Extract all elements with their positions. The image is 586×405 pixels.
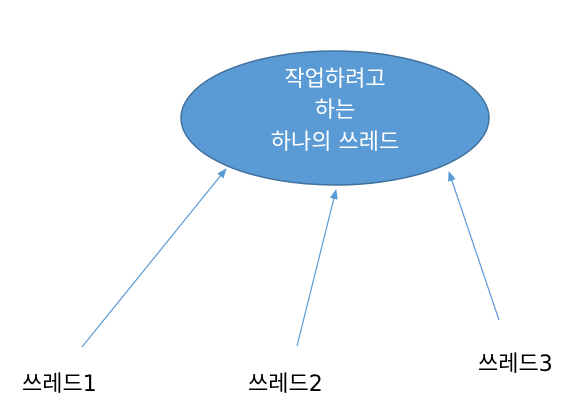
arrow-thread-3 (448, 171, 500, 321)
ellipse-line-2: 하는 (315, 98, 355, 123)
thread-label-3: 쓰레드3 (478, 352, 553, 377)
arrow-thread-2 (296, 189, 338, 347)
shared-object-ellipse (180, 50, 490, 186)
ellipse-line-3: 하나의 쓰레드 (271, 130, 399, 155)
arrow-thread-1 (81, 168, 227, 348)
ellipse-line-1: 작업하려고 (284, 67, 385, 92)
thread-label-1: 쓰레드1 (22, 372, 97, 397)
thread-label-2: 쓰레드2 (248, 372, 323, 397)
